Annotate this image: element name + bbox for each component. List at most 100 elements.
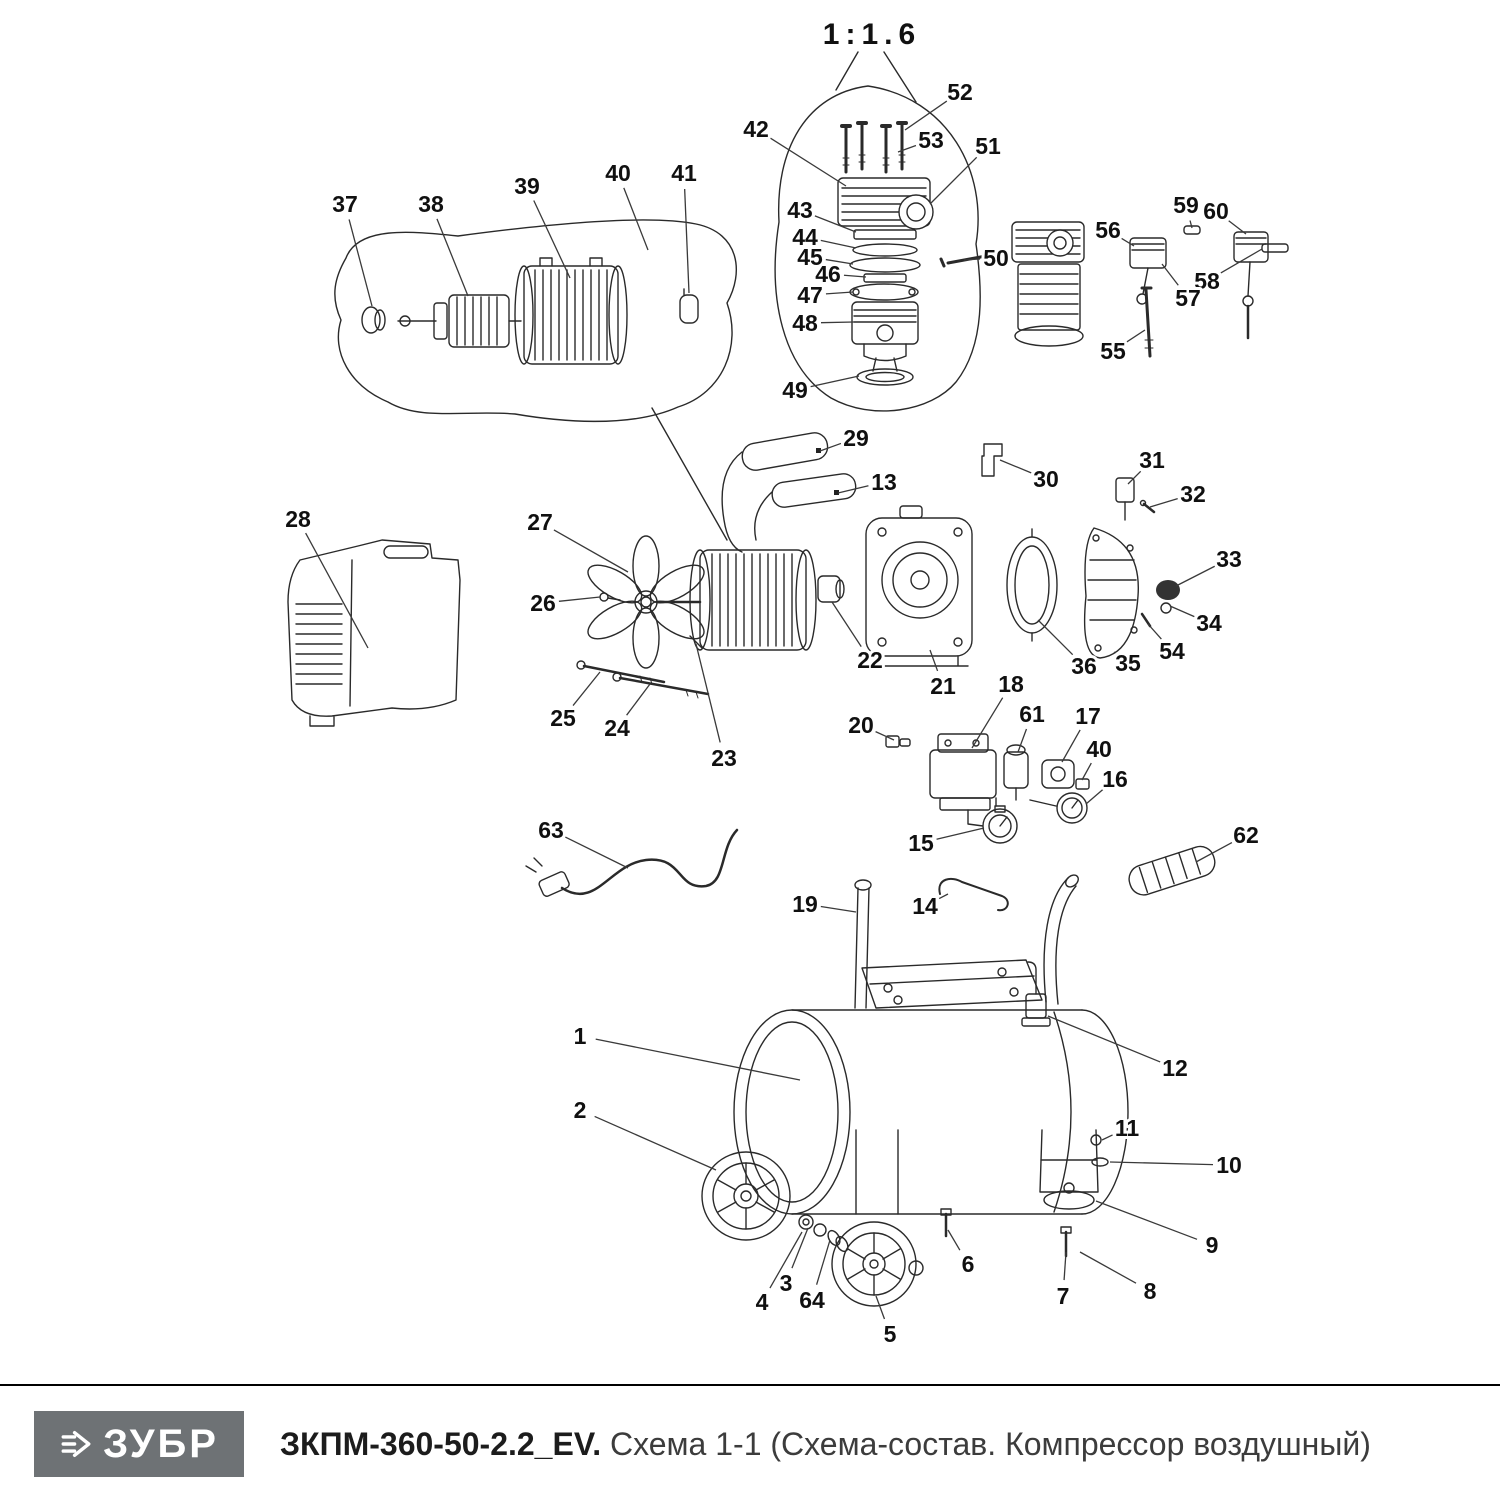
part-label-26: 26 xyxy=(530,590,556,616)
bearing-41 xyxy=(679,288,699,324)
part-label-43: 43 xyxy=(787,197,813,223)
leader-line-24 xyxy=(626,683,651,716)
part-label-45: 45 xyxy=(797,244,823,270)
check-valve-12 xyxy=(1021,961,1051,1027)
leader-line-1 xyxy=(595,1038,801,1081)
head-screws-52-53 xyxy=(840,121,908,174)
nut-40 xyxy=(1075,778,1090,790)
part-label-17: 17 xyxy=(1075,703,1101,729)
plug-34 xyxy=(1160,602,1172,614)
part-label-6: 6 xyxy=(962,1251,975,1277)
leader-line-50 xyxy=(963,258,981,261)
bolt-25 xyxy=(576,660,666,685)
part-label-48: 48 xyxy=(792,310,818,336)
part-label-33: 33 xyxy=(1216,546,1242,572)
leader-line-22 xyxy=(831,601,862,647)
leader-line-48 xyxy=(820,321,855,324)
gasket-36 xyxy=(1006,528,1058,642)
axle-bracket-left xyxy=(855,1129,899,1215)
motor-parts-enclosure xyxy=(334,219,738,541)
pressure-switch-18 xyxy=(929,733,1057,827)
leader-line-13 xyxy=(837,485,869,494)
part-label-56: 56 xyxy=(1095,217,1121,243)
leader-line-51 xyxy=(929,156,978,205)
rotor-38 xyxy=(397,294,522,348)
leader-line-35 xyxy=(1113,651,1116,654)
part-label-5: 5 xyxy=(884,1321,897,1347)
regulator-17 xyxy=(1041,759,1075,789)
part-label-60: 60 xyxy=(1203,198,1229,224)
leader-line-38 xyxy=(436,218,469,297)
part-label-13: 13 xyxy=(871,469,897,495)
leader-line-29 xyxy=(819,442,842,452)
leader-line-55 xyxy=(1126,329,1146,343)
part-label-36: 36 xyxy=(1071,653,1097,679)
part-label-51: 51 xyxy=(975,133,1001,159)
leader-line-32 xyxy=(1149,498,1178,508)
bolt-7 xyxy=(1060,1226,1072,1258)
intake-51 xyxy=(898,194,934,230)
pipe-14 xyxy=(938,877,1009,912)
leader-line-56 xyxy=(1121,237,1135,247)
part-label-47: 47 xyxy=(797,282,823,308)
compressor-housing-28 xyxy=(287,539,461,727)
leader-line-7 xyxy=(1063,1251,1067,1281)
part-label-1: 1 xyxy=(574,1023,587,1049)
part-label-59: 59 xyxy=(1173,192,1199,218)
part-label-11: 11 xyxy=(1115,1115,1140,1141)
cap-33 xyxy=(1156,580,1180,600)
handle-grip-62 xyxy=(1128,845,1216,896)
cylinder-assembly-enclosure xyxy=(774,51,981,412)
zubr-logo: ЗУБР xyxy=(34,1411,244,1477)
leader-line-57 xyxy=(1161,263,1179,286)
part-label-42: 42 xyxy=(743,116,769,142)
leader-line-45 xyxy=(825,258,854,265)
part-label-9: 9 xyxy=(1206,1232,1219,1258)
part-label-20: 20 xyxy=(848,712,874,738)
part-label-39: 39 xyxy=(514,173,540,199)
leader-line-39 xyxy=(533,200,571,279)
stator-39 xyxy=(514,257,628,365)
part-label-27: 27 xyxy=(527,509,553,535)
leader-line-2 xyxy=(594,1115,717,1171)
leader-line-12 xyxy=(1047,1015,1161,1063)
footer-title: ЗКПМ-360-50-2.2_EV. Схема 1-1 (Схема-сос… xyxy=(280,1426,1371,1463)
part-label-24: 24 xyxy=(604,715,630,741)
part-label-50: 50 xyxy=(983,245,1009,271)
cover-35 xyxy=(1083,527,1139,659)
leader-line-31 xyxy=(1127,470,1142,485)
leader-line-36 xyxy=(1037,619,1074,656)
wheel-5 xyxy=(831,1221,924,1307)
part-label-57: 57 xyxy=(1175,285,1201,311)
part-label-64: 64 xyxy=(799,1287,825,1313)
part-label-32: 32 xyxy=(1180,481,1206,507)
leader-line-54 xyxy=(1147,623,1162,640)
leader-line-25 xyxy=(572,671,601,706)
leader-line-58 xyxy=(1220,248,1263,274)
leader-line-5 xyxy=(875,1295,886,1320)
part-label-44: 44 xyxy=(792,224,818,250)
leader-line-37 xyxy=(348,219,373,307)
part-label-18: 18 xyxy=(998,671,1024,697)
part-label-55: 55 xyxy=(1100,338,1126,364)
fitting-30 xyxy=(981,443,1003,477)
leader-line-19 xyxy=(820,905,857,913)
leader-line-23 xyxy=(695,643,721,743)
part-label-40: 40 xyxy=(1086,736,1112,762)
footer: ЗУБР ЗКПМ-360-50-2.2_EV. Схема 1-1 (Схем… xyxy=(0,1384,1500,1500)
part-label-63: 63 xyxy=(538,817,564,843)
part-label-46: 46 xyxy=(815,261,841,287)
rod-ring-49 xyxy=(856,368,914,386)
part-label-37: 37 xyxy=(332,191,358,217)
coupler-22 xyxy=(817,575,845,603)
gauge-16 xyxy=(1056,792,1088,824)
zubr-logo-text: ЗУБР xyxy=(103,1421,219,1466)
motor-stator-main xyxy=(655,549,817,651)
leader-line-30 xyxy=(999,459,1032,474)
part-label-4: 4 xyxy=(756,1289,769,1315)
bolt-24 xyxy=(612,672,710,699)
bolt-55 xyxy=(1140,286,1154,358)
leader-line-49 xyxy=(810,375,860,388)
